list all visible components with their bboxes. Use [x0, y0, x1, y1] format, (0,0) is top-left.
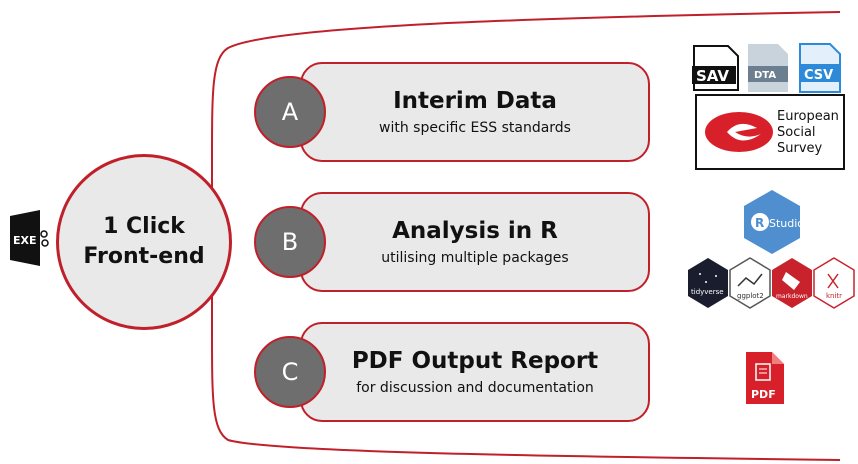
step-b-subtitle: utilising multiple packages — [381, 250, 569, 266]
rstudio-label: Studio — [769, 217, 804, 230]
pdf-file-icon: PDF — [746, 352, 784, 404]
step-c-letter: C — [254, 336, 326, 408]
step-a-letter: A — [254, 76, 326, 148]
rstudio-icon: R Studio — [744, 190, 804, 254]
step-b-letter: B — [254, 206, 326, 278]
csv-label: CSV — [804, 68, 833, 83]
front-end-circle: 1 Click Front-end — [56, 154, 232, 330]
exe-icon: EXE — [10, 210, 50, 266]
step-c-title: PDF Output Report — [351, 348, 599, 374]
step-a-box: Interim Data with specific ESS standards — [300, 62, 650, 162]
sav-file-icon: SAV — [692, 45, 739, 91]
step-b-box: Analysis in R utilising multiple package… — [300, 192, 650, 292]
ggplot2-label: ggplot2 — [737, 292, 764, 300]
ggplot2-icon: ggplot2 — [729, 257, 771, 309]
knitr-label: knitr — [826, 292, 842, 300]
knitr-icon: knitr — [813, 257, 855, 309]
ess-line-3: Survey — [777, 141, 823, 156]
step-c-subtitle: for discussion and documentation — [356, 380, 594, 396]
csv-file-icon: CSV — [799, 43, 841, 93]
ess-line-2: Social — [777, 125, 816, 140]
step-c-box: PDF Output Report for discussion and doc… — [300, 322, 650, 422]
ess-logo: European Social Survey — [695, 94, 845, 170]
step-a-title: Interim Data — [393, 88, 557, 114]
pdf-label: PDF — [751, 388, 776, 401]
svg-text:R: R — [755, 216, 764, 230]
sav-label: SAV — [696, 67, 729, 85]
tidyverse-label: tidyverse — [691, 288, 724, 296]
center-line-1: 1 Click — [103, 214, 185, 240]
dta-file-icon: DTA — [748, 44, 788, 92]
step-a-subtitle: with specific ESS standards — [379, 120, 571, 136]
dta-label: DTA — [754, 70, 776, 81]
file-format-icons: SAV DTA CSV — [692, 43, 841, 93]
ess-line-1: European — [777, 109, 839, 124]
r-package-icons: tidyverse ggplot2 markdown knitr — [688, 257, 855, 309]
markdown-icon: markdown — [772, 258, 812, 308]
exe-label: EXE — [13, 234, 37, 247]
center-line-2: Front-end — [83, 244, 205, 269]
step-b-title: Analysis in R — [392, 218, 558, 244]
markdown-label: markdown — [776, 293, 808, 300]
tidyverse-icon: tidyverse — [688, 258, 728, 308]
